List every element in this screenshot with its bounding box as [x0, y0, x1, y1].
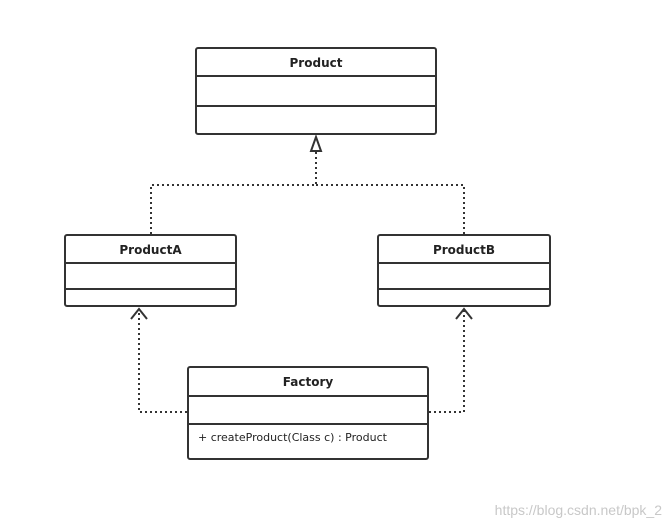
attributes-compartment [379, 264, 549, 290]
realization-line-product-b [316, 184, 465, 234]
class-name: ProductB [379, 236, 549, 264]
class-product[interactable]: Product [195, 47, 437, 135]
operations-compartment: + createProduct(Class c) : Product [189, 425, 427, 446]
class-name: ProductA [66, 236, 235, 264]
realization-arrowhead [309, 134, 323, 152]
class-product-a[interactable]: ProductA [64, 234, 237, 307]
operation-create-product: + createProduct(Class c) : Product [198, 431, 387, 444]
dependency-line-product-b [429, 310, 465, 413]
watermark-text: https://blog.csdn.net/bpk_2 [494, 502, 662, 518]
class-name: Factory [189, 368, 427, 397]
dependency-arrowhead-product-b [455, 307, 473, 320]
dependency-line-product-a [138, 310, 187, 413]
attributes-compartment [66, 264, 235, 290]
attributes-compartment [197, 77, 435, 107]
class-factory[interactable]: Factory + createProduct(Class c) : Produ… [187, 366, 429, 460]
realization-line-product-a [150, 151, 317, 234]
dependency-arrowhead-product-a [130, 307, 148, 320]
class-product-b[interactable]: ProductB [377, 234, 551, 307]
class-name: Product [197, 49, 435, 77]
attributes-compartment [189, 397, 427, 425]
